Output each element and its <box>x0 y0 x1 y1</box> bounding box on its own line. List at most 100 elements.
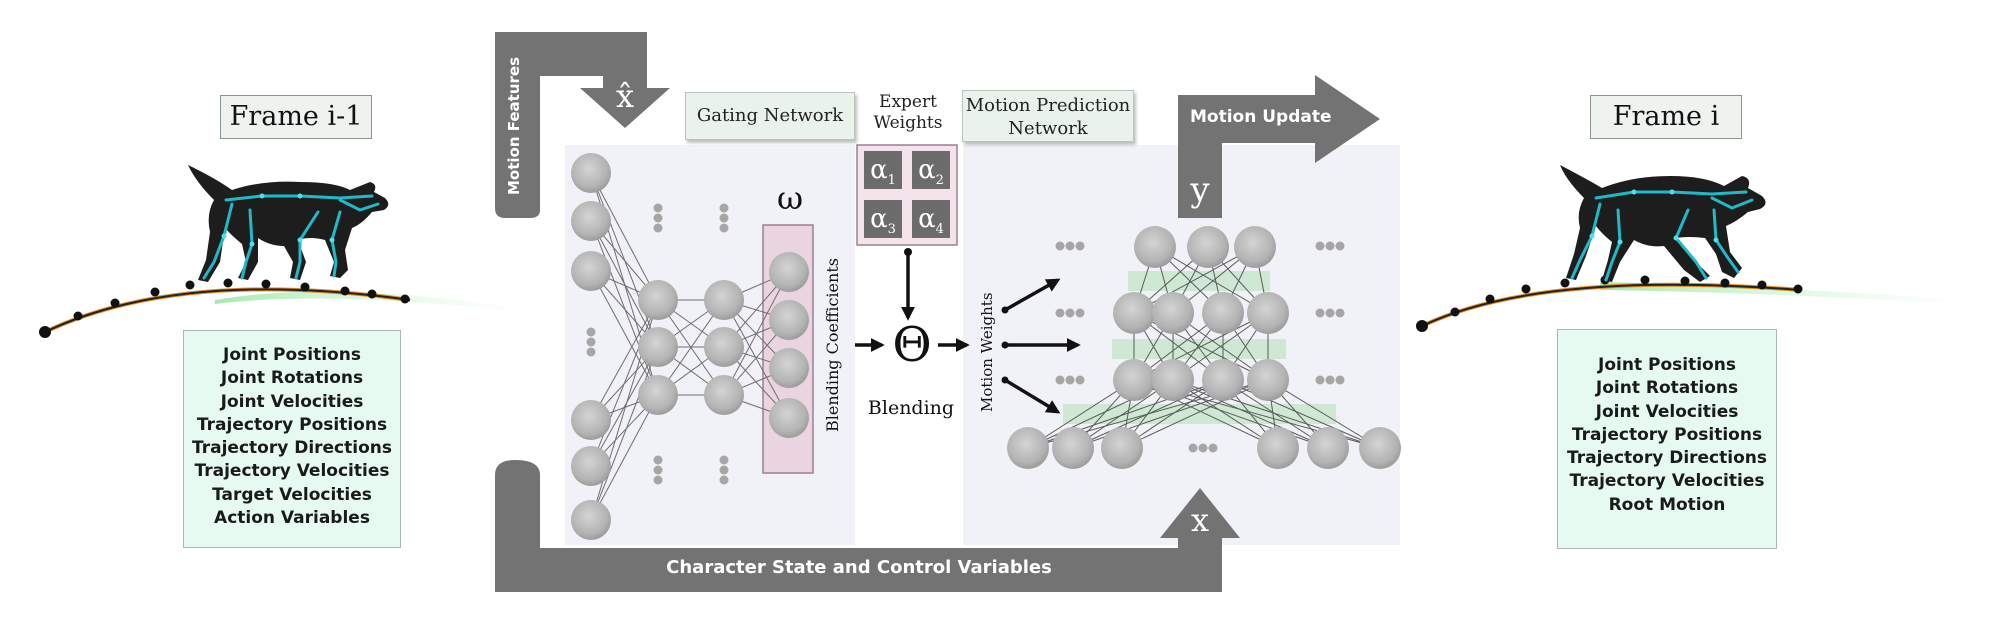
network-node <box>1187 226 1229 268</box>
alpha-2: α2 <box>912 151 950 189</box>
ellipsis-dot <box>1188 443 1198 453</box>
feature-item: Joint Velocities <box>220 391 364 412</box>
network-node <box>1113 359 1155 401</box>
alpha-index: 3 <box>887 222 896 238</box>
motion-prediction-label: Motion Prediction Network <box>962 90 1134 142</box>
network-node <box>1202 292 1244 334</box>
expert-weights-label: Expert Weights <box>862 92 954 134</box>
motion-features-text: Motion Features <box>505 56 523 195</box>
ellipsis-dot <box>1065 308 1075 318</box>
feature-item: Joint Rotations <box>1595 378 1739 399</box>
motion-weight-arrow-3 <box>1004 378 1061 414</box>
x-hat-symbol: x̂ <box>615 77 635 115</box>
ellipsis-dot <box>1315 308 1325 318</box>
network-node <box>1134 226 1176 268</box>
network-node <box>704 280 744 320</box>
x-symbol: x <box>1190 501 1210 539</box>
network-node <box>1307 427 1349 469</box>
alpha-cells <box>864 151 950 238</box>
alpha-symbol: α <box>870 155 888 185</box>
ellipsis-dot <box>1055 241 1065 251</box>
ellipsis-dot <box>1198 443 1208 453</box>
network-node <box>1007 427 1049 469</box>
ellipsis-dot <box>1055 375 1065 385</box>
feature-item: Joint Positions <box>223 345 361 365</box>
character-state-text: Character State and Control Variables <box>666 557 1052 578</box>
frame-next-features: Joint Positions Joint Rotations Joint Ve… <box>1557 329 1777 549</box>
feature-item: Joint Rotations <box>220 368 364 389</box>
feature-item: Trajectory Directions <box>1567 448 1767 469</box>
network-node <box>769 398 809 438</box>
ellipsis-dot <box>1325 375 1335 385</box>
alpha-symbol: α <box>870 204 888 234</box>
motion-weights-label: Motion Weights <box>978 292 996 412</box>
alpha-index: 1 <box>887 173 896 189</box>
alpha-1: α1 <box>864 151 902 189</box>
ellipsis-dot <box>719 223 729 233</box>
ellipsis-dot <box>719 455 729 465</box>
ellipsis-dot <box>719 465 729 475</box>
feature-item: Trajectory Velocities <box>1569 471 1765 492</box>
motion-prediction-line: Motion Prediction <box>965 95 1131 116</box>
ellipsis-dot <box>1335 241 1345 251</box>
feature-item: Joint Positions <box>1598 355 1736 375</box>
network-node <box>638 327 678 367</box>
ellipsis-dot <box>1335 308 1345 318</box>
network-node <box>1247 359 1289 401</box>
ellipsis-dot <box>653 213 663 223</box>
network-node <box>1234 226 1276 268</box>
ellipsis-dot <box>1065 241 1075 251</box>
feature-item: Root Motion <box>1608 494 1726 515</box>
character-state-arrow <box>495 460 1240 592</box>
feature-item: Action Variables <box>214 508 370 529</box>
network-node <box>1052 427 1094 469</box>
blending-label: Blending <box>867 397 955 419</box>
feature-item: Trajectory Positions <box>1571 424 1763 445</box>
network-node <box>1257 427 1299 469</box>
frame-next-label: Frame i <box>1590 95 1742 139</box>
trajectory-next <box>1416 275 1965 332</box>
network-node <box>571 500 611 540</box>
network-node <box>1113 292 1155 334</box>
network-node <box>704 375 744 415</box>
y-symbol: y <box>1190 170 1210 210</box>
ellipsis-dot <box>1208 443 1218 453</box>
ellipsis-dot <box>719 475 729 485</box>
trajectory-prev <box>39 278 520 338</box>
network-node <box>571 400 611 440</box>
motion-features-arrow <box>495 32 670 218</box>
network-node <box>1247 292 1289 334</box>
network-node <box>571 153 611 193</box>
ellipsis-dot <box>1315 241 1325 251</box>
alpha-symbol: α <box>918 155 936 185</box>
expert-weights-line: Weights <box>873 113 943 133</box>
network-nodes <box>571 153 1401 540</box>
ellipsis-dot <box>1335 375 1345 385</box>
network-node <box>571 201 611 241</box>
alpha-symbol: α <box>918 204 936 234</box>
alpha-4: α4 <box>912 200 950 238</box>
motion-weight-arrow-1 <box>1004 278 1061 312</box>
omega-symbol: ω <box>776 179 804 217</box>
network-node <box>704 327 744 367</box>
ellipsis-dot <box>1325 308 1335 318</box>
ellipsis-dot <box>1075 375 1085 385</box>
network-node <box>769 348 809 388</box>
motion-update-arrow <box>1178 75 1380 218</box>
ellipsis-dot <box>1075 241 1085 251</box>
feature-item: Trajectory Positions <box>196 414 388 435</box>
network-node <box>571 251 611 291</box>
gating-network-label: Gating Network <box>685 92 855 140</box>
network-node <box>1152 359 1194 401</box>
blending-coefficients-label: Blending Coefficients <box>823 258 842 432</box>
network-node <box>769 252 809 292</box>
ellipsis-dot <box>653 203 663 213</box>
alpha-3: α3 <box>864 200 902 238</box>
motion-update-text: Motion Update <box>1190 107 1332 127</box>
network-node <box>638 375 678 415</box>
ellipsis-dot <box>653 465 663 475</box>
wolf-next-frame <box>1560 165 1766 282</box>
ellipsis-dot <box>719 203 729 213</box>
ellipsis-dot <box>1325 241 1335 251</box>
